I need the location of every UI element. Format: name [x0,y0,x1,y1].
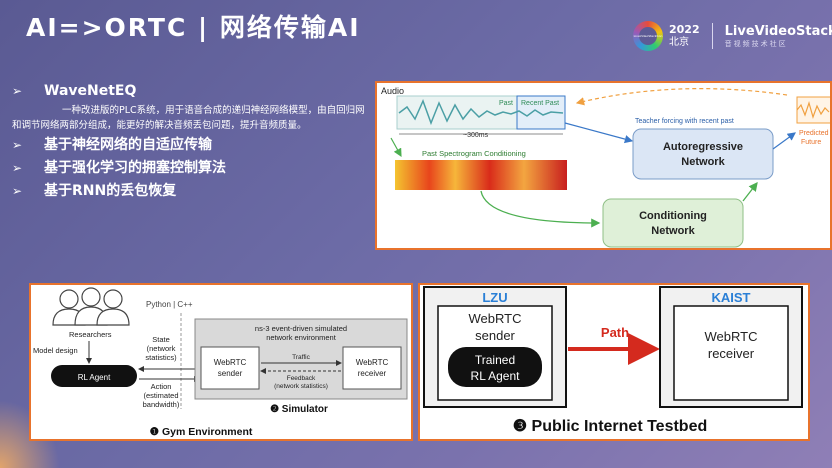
ns3-label-line2: network environment [266,333,337,342]
model-design-label: Model design [33,346,78,355]
gym-environment-diagram: Researchers Model design RL Agent Python… [29,283,413,441]
state-label-line1: State [152,335,170,344]
predicted-label-line2: Future [801,139,821,146]
conditioning-label-line1: Conditioning [639,210,707,222]
logo-divider [711,23,713,49]
conditioning-network-box [602,198,744,248]
action-label-line3: bandwidth) [143,400,180,409]
action-label-line1: Action [151,382,172,391]
spectrogram-image [395,160,567,190]
trained-rl-agent-box [448,347,542,387]
bullet-item: ➢ 基于RNN的丢包恢复 [12,180,372,203]
ns3-label-line1: ns-3 event-driven simulated [255,324,347,333]
conditioning-to-autoregressive-arrow [742,181,758,202]
bullet-item: ➢ WaveNetEQ [12,80,372,103]
wavenet-eq-diagram: Audio Past Recent Past ~300ms Past Spect… [375,81,832,250]
bullet-arrow-icon: ➢ [12,184,23,198]
spectrogram-label: Past Spectrogram Conditioning [422,149,526,158]
bullet-label: 基于强化学习的拥塞控制算法 [44,160,226,176]
bullet-label: 基于RNN的丢包恢复 [44,183,177,199]
state-label-line3: statistics) [145,353,177,362]
lzu-sender-label-line2: sender [475,328,515,343]
testbed-caption: ❸ Public Internet Testbed [513,418,708,435]
autoregressive-to-prediction-arrow [772,132,796,150]
predicted-future-region [796,96,830,124]
researchers-label: Researchers [69,330,112,339]
autoregressive-label-line1: Autoregressive [663,141,743,153]
logo-year-block: 2022 北京 [669,23,700,49]
bullet-item: ➢ 基于神经网络的自适应传输 [12,134,372,157]
autoregressive-label-line2: Network [681,156,725,168]
bullet-label: WaveNetEQ [44,83,137,99]
webrtc-receiver-box [342,346,402,390]
simulator-caption: ❷ Simulator [270,404,328,415]
logo-city: 北京 [669,37,689,48]
webrtc-receiver-label-line2: receiver [358,369,387,378]
logo-year: 2022 [669,23,700,36]
gym-environment-svg: Researchers Model design RL Agent Python… [33,287,408,438]
predicted-label-line1: Predicted [799,130,829,137]
lzu-sender-label-line1: WebRTC [469,311,522,326]
wavenet-eq-svg: Audio Past Recent Past ~300ms Past Spect… [381,86,830,248]
webrtc-sender-box [200,346,260,390]
slide-title: AI=>ORTC | 网络传输AI [26,13,361,42]
audio-waveform [398,98,564,126]
teacher-forcing-label: Teacher forcing with recent past [635,118,734,125]
event-logo: LiveVideoStackCon 2022 北京 LiveVideoStack… [633,18,832,54]
gym-environment-caption: ❶ Gym Environment [150,426,253,438]
recent-past-label: Recent Past [521,100,559,107]
duration-label: ~300ms [463,132,489,139]
bullet-arrow-icon: ➢ [12,138,23,152]
kaist-receiver-label-line2: receiver [708,346,755,361]
past-label: Past [499,100,513,107]
action-label-line2: (estimated [143,391,178,400]
bullet-arrow-icon: ➢ [12,84,23,98]
trained-rl-agent-label-line2: RL Agent [471,369,521,383]
rl-agent-box [51,365,137,387]
kaist-label: KAIST [712,290,751,305]
bullet-description: 一种改进版的PLC系统，用于语音合成的递归神经网络模型，由自回归网和调节网络两部… [12,105,365,131]
logo-badge-text: LiveVideoStackCon [634,27,662,45]
bullet-label: 基于神经网络的自适应传输 [44,137,212,153]
audio-label: Audio [381,86,404,96]
lzu-label: LZU [482,290,507,305]
feedback-dashed-arrow [575,88,788,106]
kaist-receiver-label-line1: WebRTC [705,329,758,344]
feedback-label-line1: Feedback [287,375,316,382]
predicted-waveform [796,100,830,119]
traffic-label: Traffic [292,354,310,361]
trained-rl-agent-label-line1: Trained [475,353,515,367]
bullet-list: ➢ WaveNetEQ 一种改进版的PLC系统，用于语音合成的递归神经网络模型，… [12,80,372,203]
autoregressive-network-box [632,128,774,180]
python-cpp-label: Python | C++ [146,300,193,309]
conditioning-label-line2: Network [651,225,695,237]
public-testbed-svg: LZU WebRTC sender Trained RL Agent Path … [423,286,803,435]
webrtc-sender-label-line1: WebRTC [214,358,247,367]
brand-block: LiveVideoStack 音视频技术社区 [725,24,832,49]
audio-to-spectrogram-arrow [390,137,402,158]
public-testbed-diagram: LZU WebRTC sender Trained RL Agent Path … [418,283,810,441]
researchers-icon [52,287,130,326]
state-label-line2: (network [147,344,176,353]
teacher-forcing-arrow [564,122,634,144]
webrtc-sender-label-line2: sender [218,369,243,378]
webrtc-receiver-label-line1: WebRTC [356,358,389,367]
spectrogram-to-conditioning-arrow [480,190,601,228]
livevideostackcon-logo-icon: LiveVideoStackCon [633,21,663,51]
brand-name: LiveVideoStack [724,23,832,39]
bullet-item: ➢ 基于强化学习的拥塞控制算法 [12,157,372,180]
bullet-arrow-icon: ➢ [12,161,23,175]
path-label: Path [601,325,629,340]
kaist-webrtc-receiver-box [673,305,789,401]
brand-subtitle: 音视频技术社区 [724,39,788,48]
rl-agent-label: RL Agent [78,373,111,382]
feedback-label-line2: (network statistics) [274,383,328,390]
